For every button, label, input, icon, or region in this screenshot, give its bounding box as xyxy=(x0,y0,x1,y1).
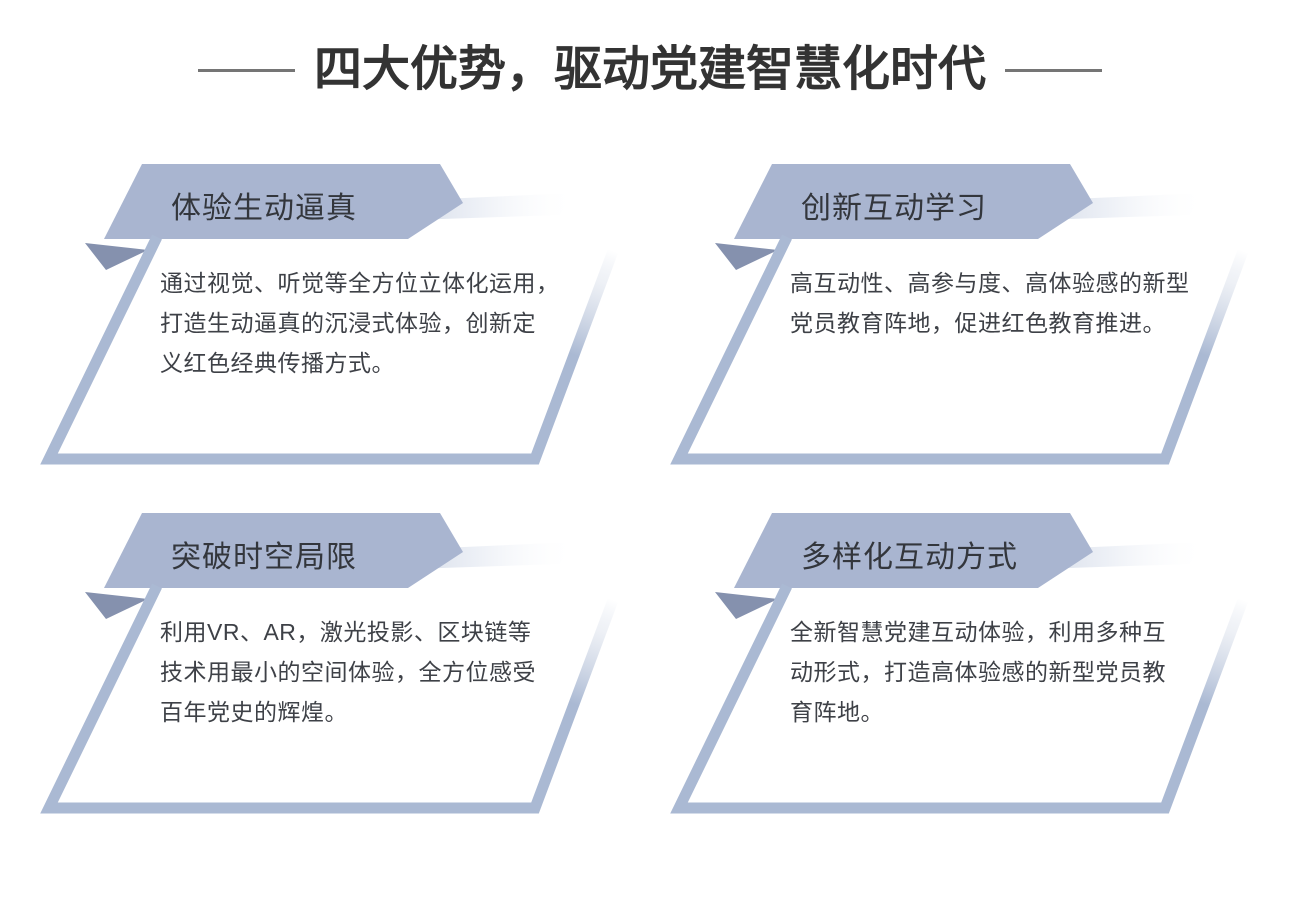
card-body-text: 利用VR、AR，激光投影、区块链等 技术用最小的空间体验，全方位感受 百年党史的… xyxy=(160,619,536,725)
advantage-card-interactive-learning: 创新互动学习 高互动性、高参与度、高体验感的新型 党员教育阵地，促进红色教育推进… xyxy=(660,155,1280,485)
card-decoration xyxy=(670,513,1249,814)
panel-border-shape xyxy=(40,583,619,814)
card-decoration xyxy=(40,513,619,814)
fold-corner-shape xyxy=(715,592,778,619)
card-title: 创新互动学习 xyxy=(801,192,987,225)
page-title: 四大优势，驱动党建智慧化时代 xyxy=(313,43,986,96)
banner-ribbon-shape xyxy=(734,513,1093,588)
card-body-text: 通过视觉、听觉等全方位立体化运用， 打造生动逼真的沉浸式体验，创新定 义红色经典… xyxy=(160,270,560,376)
fold-corner-shape xyxy=(85,243,148,270)
card-title: 突破时空局限 xyxy=(171,541,357,574)
panel-border-shape xyxy=(670,234,1249,465)
card-body-text: 全新智慧党建互动体验，利用多种互 动形式，打造高体验感的新型党员教 育阵地。 xyxy=(790,619,1166,725)
title-divider-left xyxy=(197,68,295,72)
card-body-text: 高互动性、高参与度、高体验感的新型 党员教育阵地，促进红色教育推进。 xyxy=(790,270,1190,336)
advantage-card-beyond-spacetime: 突破时空局限 利用VR、AR，激光投影、区块链等 技术用最小的空间体验，全方位感… xyxy=(30,504,650,834)
fold-corner-shape xyxy=(715,243,778,270)
advantage-card-experience: 体验生动逼真 通过视觉、听觉等全方位立体化运用， 打造生动逼真的沉浸式体验，创新… xyxy=(30,155,650,485)
title-divider-right xyxy=(1005,68,1102,72)
card-decoration xyxy=(670,164,1249,465)
fold-corner-shape xyxy=(85,592,148,619)
panel-border-shape xyxy=(670,583,1249,814)
card-title: 体验生动逼真 xyxy=(171,192,357,225)
panel-border-shape xyxy=(40,234,619,465)
card-decoration xyxy=(40,164,619,465)
advantage-card-diverse-interaction: 多样化互动方式 全新智慧党建互动体验，利用多种互 动形式，打造高体验感的新型党员… xyxy=(660,504,1280,834)
card-title: 多样化互动方式 xyxy=(801,541,1018,574)
banner-ribbon-shape xyxy=(104,164,463,239)
banner-ribbon-shape xyxy=(734,164,1093,239)
section-header: 四大优势，驱动党建智慧化时代 xyxy=(0,40,1300,100)
banner-ribbon-shape xyxy=(104,513,463,588)
